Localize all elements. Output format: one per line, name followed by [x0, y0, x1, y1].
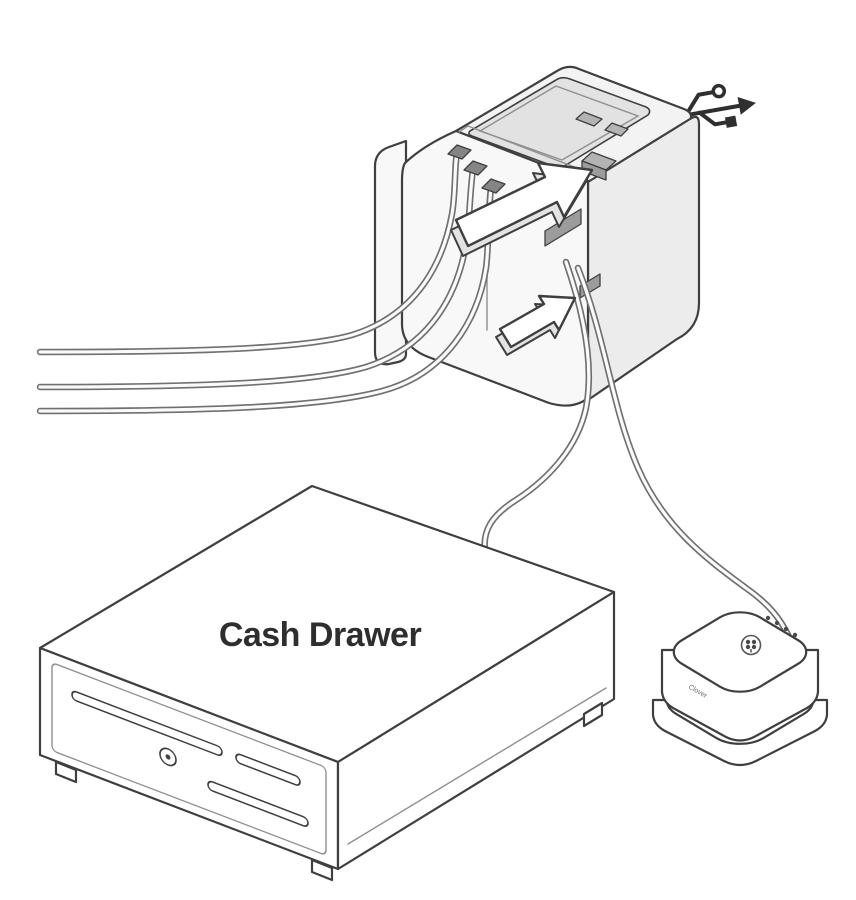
- drawer-slot: [235, 753, 301, 786]
- drawer-foot: [582, 701, 604, 728]
- drawer-right-seam: [347, 687, 607, 845]
- led-dot: [765, 615, 771, 621]
- drawer-front-details: [51, 663, 327, 855]
- drawer-slot: [71, 690, 223, 757]
- panel-vent: [604, 122, 629, 137]
- usb-icon: [659, 83, 756, 128]
- card-reader: Clover: [651, 605, 829, 767]
- arrow-large-front: [454, 161, 594, 248]
- logo-leaf: [745, 639, 751, 645]
- usb-branch-down: [697, 110, 728, 127]
- drawer-slot: [207, 780, 309, 827]
- cash-drawer: Cash Drawer: [38, 484, 616, 882]
- printer-right-face: [586, 115, 701, 402]
- logo-leaf: [745, 644, 751, 650]
- drawer-right-face: [336, 590, 616, 871]
- drawer-foot: [310, 858, 334, 882]
- cash-drawer-label: Cash Drawer: [219, 616, 422, 654]
- drawer-front-inset: [51, 663, 327, 855]
- block-arrow-large-icon: [450, 161, 594, 257]
- usb-square-end: [724, 115, 738, 128]
- drawer-keyhole-pin: [165, 754, 171, 760]
- cable-plug: [463, 160, 488, 176]
- printer-rear-panel-inner: [478, 85, 640, 161]
- cable-plug: [481, 178, 506, 194]
- led-dot: [774, 620, 780, 626]
- printer-rear-panel: [468, 76, 651, 169]
- usb-arrowhead: [737, 96, 756, 115]
- clover-logo-icon: [740, 634, 762, 656]
- reader-top-face: [662, 605, 818, 698]
- reader-led-indicators: [765, 615, 798, 638]
- logo-leaf: [751, 644, 757, 650]
- block-arrow-small-icon: [495, 294, 577, 356]
- led-dot: [792, 632, 798, 638]
- usb-circle-end: [711, 83, 727, 99]
- printer-lid-seam: [467, 125, 591, 174]
- usb-branch-up: [683, 90, 715, 118]
- drawer-foot: [54, 760, 78, 784]
- panel-vent: [575, 111, 603, 127]
- receipt-printer: [373, 65, 701, 407]
- logo-badge: [740, 634, 762, 656]
- arrow-small-front: [498, 294, 577, 349]
- cables-from-left: [40, 144, 506, 411]
- led-dot: [783, 626, 789, 632]
- cable-plug: [447, 144, 472, 160]
- side-connector-recess: [544, 208, 582, 247]
- logo-leaf: [751, 639, 757, 645]
